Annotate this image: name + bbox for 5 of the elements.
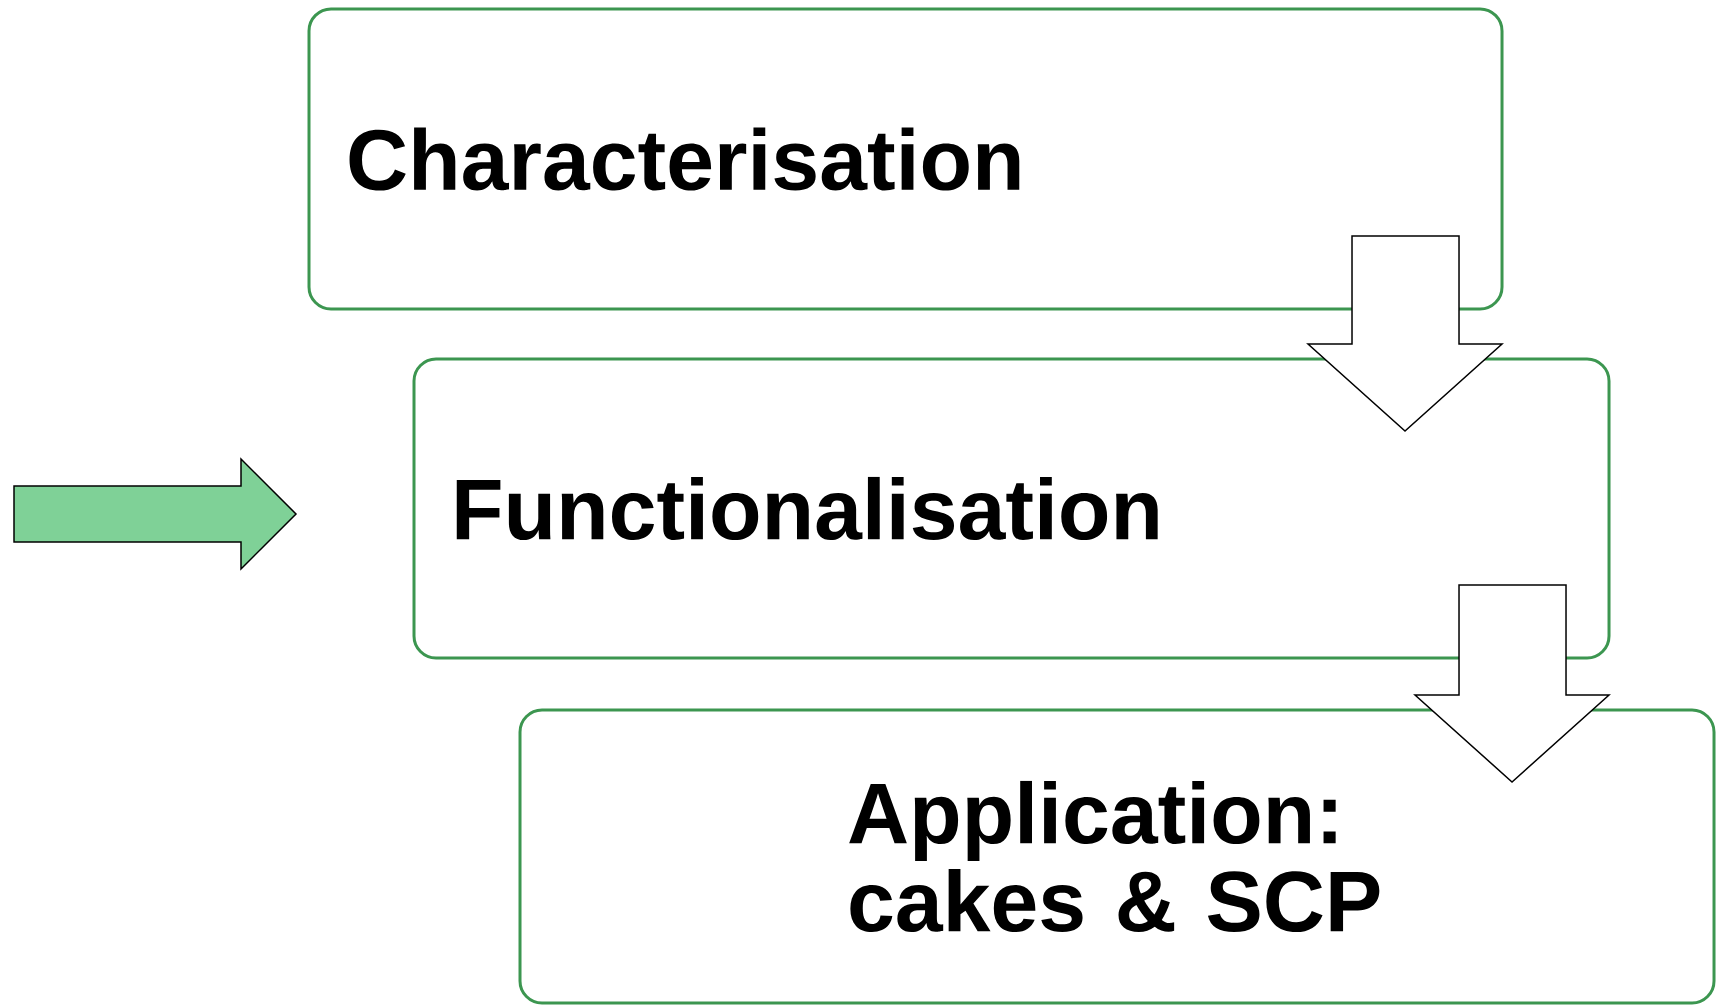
block-arrow <box>1306 235 1504 432</box>
process-box: Characterisation <box>307 7 1504 311</box>
block-arrow <box>1413 584 1611 783</box>
process-box: Functionalisation <box>412 357 1611 660</box>
process-box: Application: cakes & SCP <box>518 708 1716 1005</box>
